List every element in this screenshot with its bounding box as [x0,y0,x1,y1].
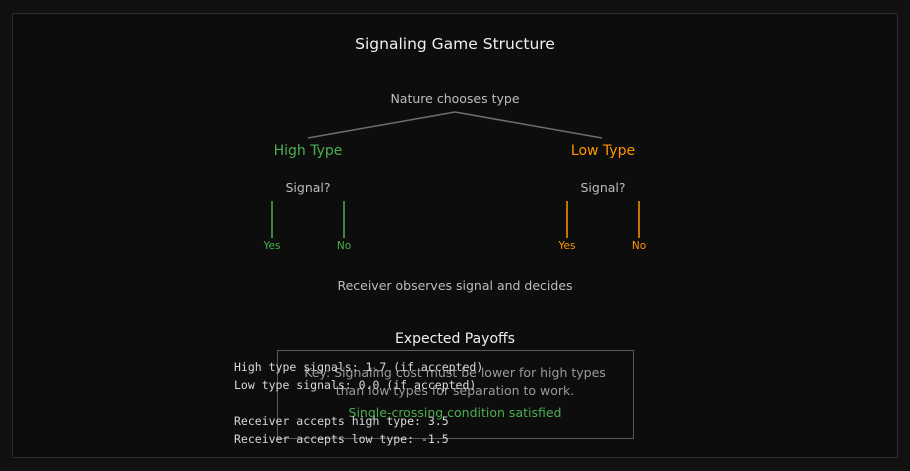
nature-node-label: Nature chooses type [390,91,520,106]
single-crossing-status: Single-crossing condition satisfied [348,405,562,420]
payoff-line-high-signal: High type signals: 1.7 (if accepted) [234,360,484,374]
diagram-panel [12,13,898,458]
low-signal-question: Signal? [580,180,626,195]
high-signal-question: Signal? [285,180,331,195]
root-edge-high [307,111,456,139]
high-type-label: High Type [273,143,343,159]
low-yes-label: Yes [558,240,576,252]
low-no-label: No [631,240,647,252]
payoffs-title: Expected Payoffs [395,331,515,347]
high-no-label: No [336,240,352,252]
key-line-1: Key: Signaling cost must be lower for hi… [304,365,606,380]
payoff-line-receiver-high: Receiver accepts high type: 3.5 [234,414,449,428]
payoff-line-receiver-low: Receiver accepts low type: -1.5 [234,432,449,446]
key-line-2: than low types for separation to work. [335,383,575,398]
payoff-line-low-signal: Low type signals: 0.0 (if accepted) [234,378,477,392]
root-edge-low [454,111,603,139]
key-box [277,350,634,439]
diagram-title: Signaling Game Structure [355,35,555,53]
receiver-note: Receiver observes signal and decides [337,278,573,293]
low-type-label: Low Type [570,143,636,159]
high-yes-label: Yes [263,240,281,252]
